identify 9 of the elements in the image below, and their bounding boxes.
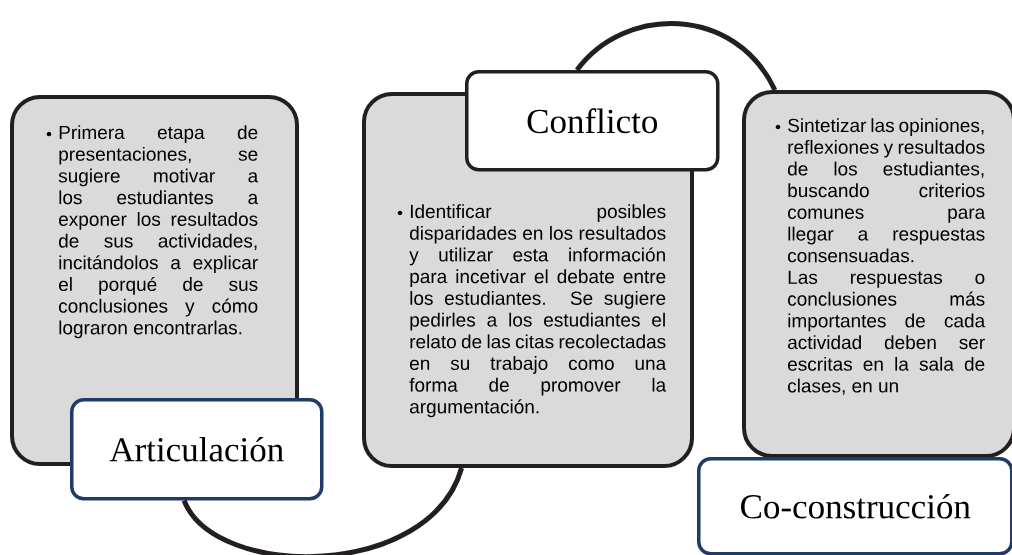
bullet-text: Identificar posibles disparidades en los resultados y utilizar esta información para incetivar el debate entre los estudiantes. Se sugiere pedirles a los estudiantes el relato de las citas recolectadas en su trabajo como una forma de promover la argumentación. xyxy=(409,204,667,418)
title-box: Conflicto xyxy=(465,70,720,172)
curved-line xyxy=(575,21,778,92)
curved-line xyxy=(181,467,464,555)
bullet-text: Sintetizar las opiniones, reflexiones y resultados de los estudiantes, buscando criterios comunes para llegar a respuestas consensuadas. Las respuestas o conclusiones más importantes de cada actividad deben ser escritas en la sala de clases, en un xyxy=(788,118,986,395)
title-box: Articulación xyxy=(70,398,324,501)
bullet-text: Primera etapa de presentaciones, se sugiere motivar a los estudiantes a exponer los resultados de sus actividades, incitándolos a explicar el porqué de sus conclusiones y cómo lograron encontrarlas. xyxy=(58,125,259,339)
text-box xyxy=(742,90,1012,458)
title-box: Co-construcción xyxy=(697,457,1012,555)
